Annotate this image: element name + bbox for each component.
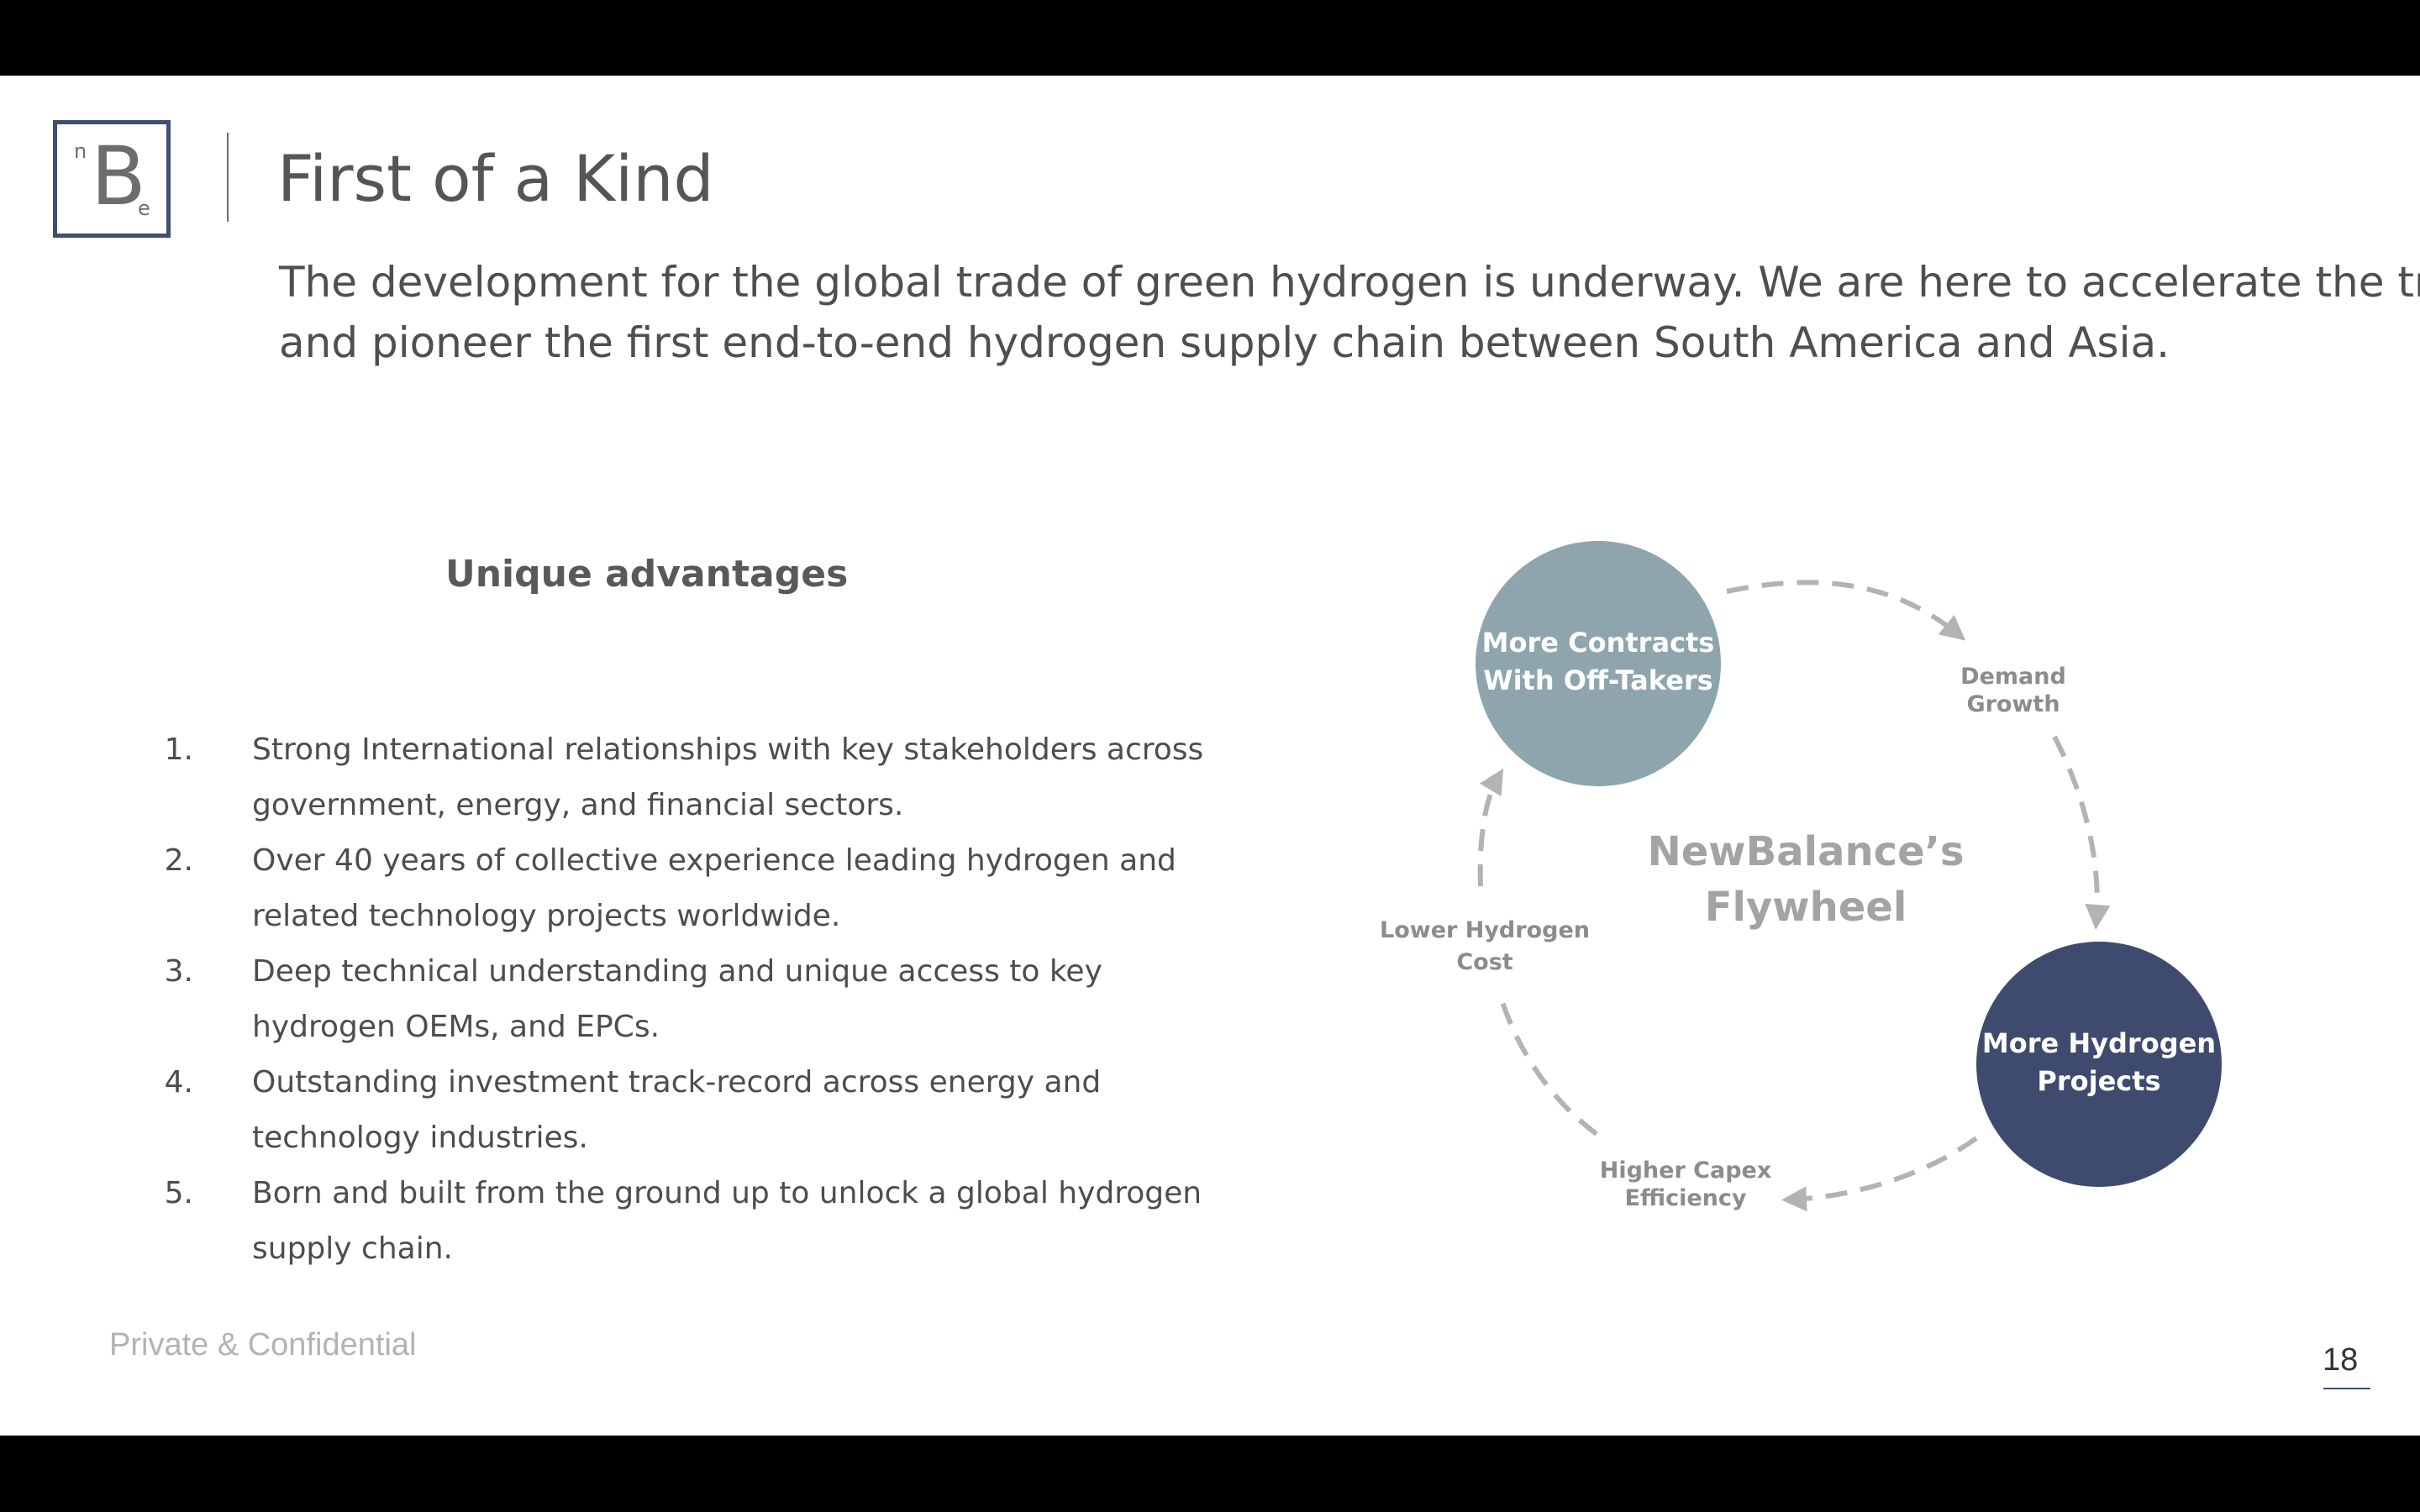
logo-letter-b: B [91, 129, 146, 223]
logo-letter-e: e [138, 197, 150, 220]
list-item-line: Strong International relationships with … [252, 732, 1204, 767]
logo-letter-n: n [74, 139, 87, 163]
arrow-contracts-to-demand [1726, 580, 1966, 641]
label-higher-capex: Efficiency [1625, 1185, 1747, 1211]
label-higher-capex: Higher Capex [1600, 1158, 1772, 1184]
list-item: 2. Over 40 years of collective experienc… [151, 833, 1176, 944]
intro-line: The development for the global trade of … [279, 258, 2420, 307]
label-lower-cost: Lower Hydrogen [1380, 917, 1590, 943]
list-item-line: government, energy, and financial sector… [252, 788, 904, 822]
page-title: First of a Kind [277, 141, 714, 216]
title-divider [227, 133, 229, 222]
list-item-line: Over 40 years of collective experience l… [252, 843, 1176, 878]
flywheel-center-title: Flywheel [1705, 884, 1907, 931]
circle-projects-label: More Hydrogen [1982, 1027, 2216, 1059]
advantages-list: 1. Strong International relationships wi… [151, 722, 1204, 1277]
list-item-line: hydrogen OEMs, and EPCs. [252, 1010, 660, 1044]
label-demand-growth: Growth [1966, 691, 2060, 717]
list-item-number: 1. [164, 732, 193, 767]
circle-contracts-label: With Off-Takers [1483, 664, 1712, 696]
list-item-text: Deep technical understanding and unique … [252, 944, 1143, 1055]
intro-line: and pioneer the first end-to-end hydroge… [279, 318, 2170, 367]
list-item-text: Born and built from the ground up to unl… [252, 1166, 1202, 1277]
intro-paragraph: The development for the global trade of … [279, 252, 2420, 373]
circle-contracts [1476, 541, 1721, 786]
list-item: 4. Outstanding investment track-record a… [151, 1055, 1143, 1166]
circle-projects [1976, 942, 2222, 1187]
list-item: 3. Deep technical understanding and uniq… [151, 944, 1143, 1055]
list-item-text: Strong International relationships with … [252, 722, 1204, 833]
list-item-number: 5. [164, 1176, 193, 1210]
list-item-text: Outstanding investment track-record acro… [252, 1055, 1143, 1166]
list-item-line: technology industries. [252, 1121, 588, 1155]
flywheel-diagram: More Contracts With Off-Takers More Hydr… [1380, 541, 2222, 1212]
arrow-capex-to-cost [1499, 999, 1598, 1137]
list-item: 1. Strong International relationships wi… [151, 722, 1204, 833]
circle-projects-label: Projects [2037, 1065, 2160, 1097]
label-demand-growth: Demand [1960, 664, 2066, 690]
list-item: 5. Born and built from the ground up to … [151, 1166, 1202, 1277]
list-item-number: 3. [164, 954, 193, 989]
list-item-line: related technology projects worldwide. [252, 899, 841, 933]
list-item-line: Outstanding investment track-record acro… [252, 1065, 1102, 1100]
company-logo: n B e [53, 120, 171, 238]
list-item-line: Born and built from the ground up to unl… [252, 1176, 1202, 1210]
list-item-text: Over 40 years of collective experience l… [252, 833, 1176, 944]
list-item-line: Deep technical understanding and unique … [252, 954, 1102, 989]
flywheel-center-title: NewBalance’s [1648, 828, 1965, 875]
arrow-cost-to-contracts [1477, 768, 1504, 887]
circle-contracts-label: More Contracts [1482, 627, 1715, 659]
list-item-number: 2. [164, 843, 193, 878]
list-item-line: supply chain. [252, 1231, 453, 1266]
arrow-demand-to-projects [2052, 735, 2111, 930]
advantages-heading: Unique advantages [445, 553, 849, 596]
label-lower-cost: Cost [1456, 949, 1512, 975]
confidential-notice: Private & Confidential [109, 1327, 417, 1362]
page-number-underline [2323, 1388, 2370, 1389]
arrow-projects-to-capex [1781, 1136, 1978, 1212]
list-item-number: 4. [164, 1065, 193, 1100]
page-number: 18 [2323, 1342, 2359, 1378]
slide: n B e First of a Kind The development fo… [0, 76, 2420, 1436]
